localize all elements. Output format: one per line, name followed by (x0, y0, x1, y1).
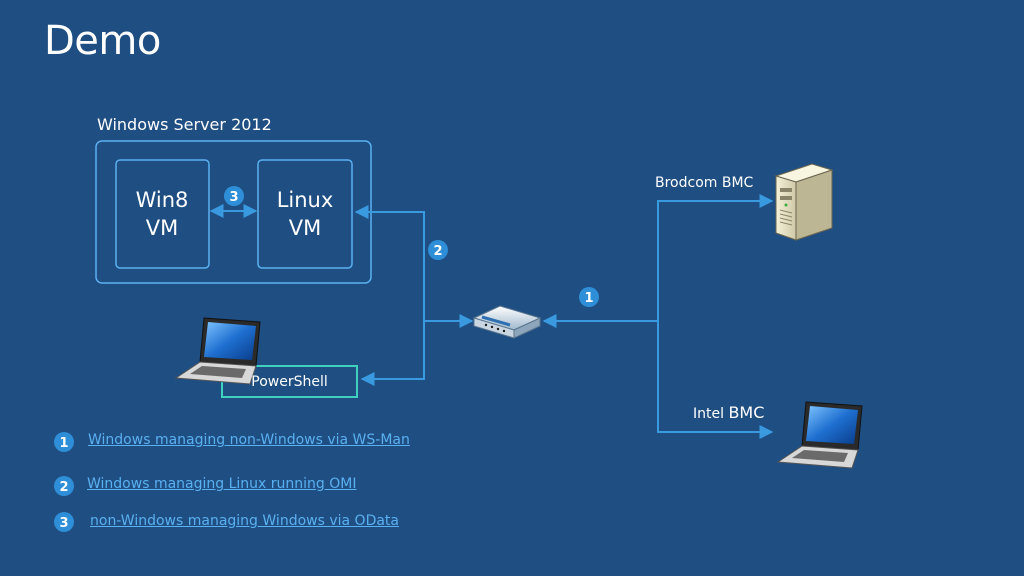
svg-text:2: 2 (433, 244, 442, 259)
intel-label-bmc: BMC (728, 403, 765, 422)
linux-connector (354, 205, 425, 321)
brodcom-bmc-label: Brodcom BMC (655, 175, 754, 191)
linux-vm-label: Linux VM (258, 186, 352, 242)
powershell-label: PowerShell (251, 374, 328, 390)
svg-text:2: 2 (59, 480, 68, 495)
legend-badge-2: 2 (54, 476, 74, 496)
linux-vm-line2: VM (288, 216, 322, 240)
svg-text:1: 1 (584, 291, 593, 306)
linux-vm-line1: Linux (276, 188, 334, 212)
linux-vm-box (257, 159, 353, 269)
server-tower-icon (774, 163, 834, 241)
powershell-connector (360, 321, 425, 386)
intel-label-prefix: Intel (693, 406, 729, 422)
svg-text:3: 3 (59, 516, 68, 531)
legend-link-odata[interactable]: non-Windows managing Windows via OData (90, 513, 399, 529)
badge-1: 1 (579, 287, 599, 307)
svg-text:3: 3 (229, 190, 238, 205)
win8-vm-box (115, 159, 210, 269)
brodcom-connector (657, 194, 774, 321)
badge-3: 3 (224, 186, 244, 206)
intel-laptop-icon (776, 401, 863, 469)
legend-badge-3: 3 (54, 512, 74, 532)
svg-text:1: 1 (59, 436, 68, 451)
win8-vm-label: Win8 VM (116, 186, 208, 242)
page-title: Demo (44, 18, 161, 64)
win8-vm-line2: VM (145, 216, 179, 240)
intel-bmc-label: Intel BMC (693, 403, 764, 422)
intel-connector (657, 321, 774, 439)
legend-link-omi[interactable]: Windows managing Linux running OMI (87, 476, 357, 492)
legend-link-ws-man[interactable]: Windows managing non-Windows via WS-Man (88, 432, 410, 448)
legend-badge-1: 1 (54, 432, 74, 452)
router-icon (472, 305, 542, 339)
badge-2: 2 (428, 240, 448, 260)
laptop-icon (174, 317, 261, 385)
win8-vm-line1: Win8 (135, 188, 189, 212)
server-label: Windows Server 2012 (97, 115, 272, 134)
